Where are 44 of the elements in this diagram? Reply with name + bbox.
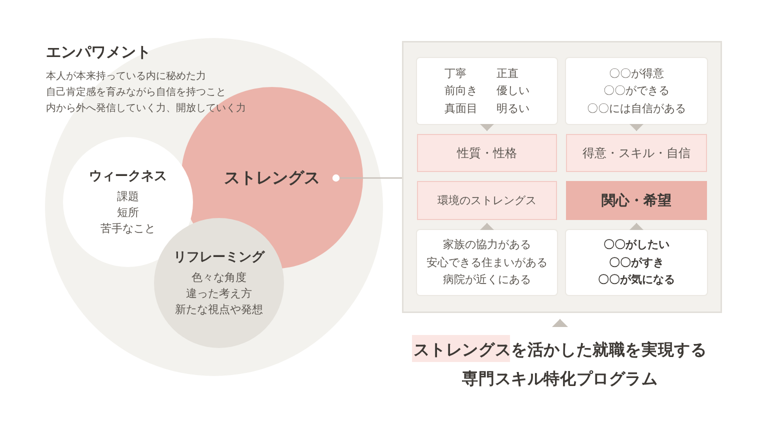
circle-text: 苦手なこと [100, 220, 156, 236]
description-text: 本人が本来持っている内に秘めた力 [46, 70, 206, 84]
panel [402, 41, 722, 313]
category-box: 得意・スキル・自信 [566, 134, 707, 172]
card-text: 〇〇には自信がある [587, 100, 686, 117]
category-box: 環境のストレングス [417, 181, 557, 220]
circle-text: 短所 [117, 204, 139, 220]
card-text: 正直 [496, 66, 520, 82]
card-text: 〇〇がすき [609, 254, 664, 271]
pointer-triangle [480, 124, 494, 132]
circle-title: ウィークネス [89, 168, 167, 186]
pointer-triangle [552, 318, 568, 328]
card-text: 丁寧 [444, 66, 468, 82]
card-text: 前向き [444, 83, 478, 100]
category-box: 性質・性格 [417, 134, 557, 172]
card-text: 優しい [496, 83, 530, 100]
heading: エンパワメント [46, 43, 151, 61]
card-text: 安心できる住まいがある [426, 254, 548, 271]
circle-text: 色々な角度 [192, 270, 246, 286]
card-text: 明るい [496, 100, 530, 117]
pointer-triangle [630, 124, 644, 132]
card-text: 〇〇が得意 [609, 66, 664, 82]
card-text: 〇〇が気になる [598, 272, 675, 288]
card-text: 家族の協力がある [443, 237, 531, 254]
pointer-triangle [480, 222, 494, 230]
connector-line [332, 174, 402, 182]
text-card [417, 230, 557, 295]
text-card [417, 58, 557, 124]
category-box: 関心・希望 [566, 181, 707, 220]
circle-title: リフレーミング [174, 248, 264, 266]
card-text: 〇〇ができる [604, 83, 670, 100]
circle-text: 違った考え方 [186, 286, 252, 302]
description-text: 内から外へ発信していく力、開放していく力 [46, 102, 246, 116]
card-text: 真面目 [444, 100, 478, 117]
circle-title: ストレングス [224, 169, 320, 187]
text-card [566, 230, 707, 295]
card-text: 〇〇がしたい [604, 237, 670, 254]
circle-text: 課題 [117, 188, 139, 204]
pointer-triangle [630, 222, 644, 230]
text-card [566, 58, 707, 124]
circle-text: 新たな視点や発想 [175, 302, 263, 318]
card-text: 病院が近くにある [443, 272, 531, 288]
description-text: 自己肯定感を育みながら自信を持つこと [46, 86, 226, 100]
caption-text: ストレングスを活かした就職を実現する専門スキル特化プログラム [410, 327, 710, 393]
